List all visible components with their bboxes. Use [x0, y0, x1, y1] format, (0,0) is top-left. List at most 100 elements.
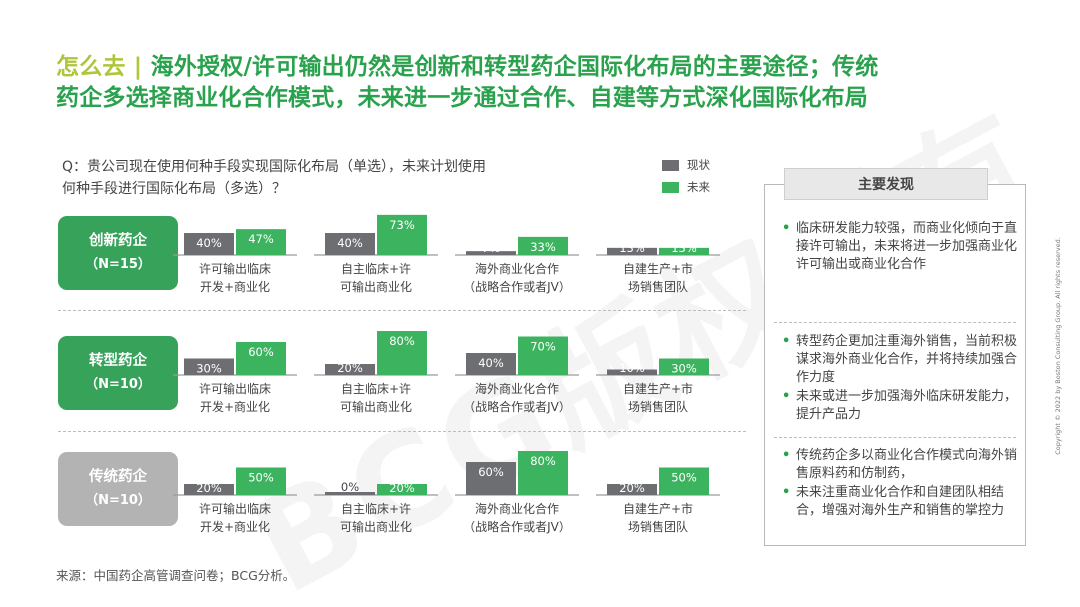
category-label: 自建生产+市场销售团队 [588, 260, 728, 296]
finding-item: •未来注重商业化合作和自建团队相结合，增强对海外生产和销售的掌控力 [782, 485, 1005, 518]
bar-future [377, 484, 427, 495]
category-label: 许可输出临床开发+商业化 [165, 500, 305, 536]
finding-item: •未来或进一步加强海外临床研发能力，提升产品力 [782, 389, 1018, 422]
legend-label-current: 现状 [687, 158, 710, 172]
findings-block-2: •转型药企更加注重海外销售，当前积极谋求海外商业化合作，并将持续加强合作力度 •… [782, 333, 1018, 425]
findings-block-3: •传统药企多以商业化合作模式向海外销售原料药和仿制药， •未来注重商业化合作和自… [782, 447, 1018, 521]
bullet-icon: • [782, 389, 791, 404]
bullet-icon: • [782, 448, 791, 463]
source-note: 来源：中国药企高管调查问卷；BCG分析。 [56, 568, 296, 583]
bar-current [184, 484, 234, 495]
bar-current [184, 358, 234, 375]
bar-current [607, 247, 657, 255]
data-label: 50% [671, 471, 697, 485]
bar-current [466, 353, 516, 375]
data-label: 60% [478, 465, 504, 479]
bar-future [518, 451, 568, 495]
category-label-line2: 场销售团队 [627, 280, 688, 294]
category-label: 自建生产+市场销售团队 [588, 500, 728, 536]
category-label: 海外商业化合作 （战略合作或者JV） [447, 500, 587, 536]
data-label: 80% [389, 334, 415, 348]
panel-1: 30%60%20%80%40%70%10%30% [173, 331, 720, 376]
data-label: 40% [337, 236, 363, 250]
group-name: 转型药企 [89, 353, 147, 369]
bar-future [377, 214, 427, 255]
category-label-line2: 场销售团队 [627, 400, 688, 414]
bar-future [236, 229, 286, 255]
data-label: 13% [671, 241, 697, 255]
title-line1: 海外授权/许可输出仍然是创新和转型药企国际化布局的主要途径；传统 [150, 54, 879, 80]
data-label: 73% [389, 218, 415, 232]
bar-future [659, 247, 709, 255]
bar-chart: 40%47%40%73%7%33%13%13%30%60%20%80%40%70… [173, 214, 720, 496]
category-label-line2: （战略合作或者JV） [463, 400, 571, 414]
category-label: 自主临床+许可输出商业化 [306, 260, 446, 296]
question-line1: Q：贵公司现在使用何种手段实现国际化布局（单选），未来计划使用 [62, 159, 487, 175]
bar-current [325, 364, 375, 375]
data-label: 47% [248, 232, 274, 246]
category-label-line2: 可输出商业化 [339, 520, 412, 534]
finding-item: •传统药企多以商业化合作模式向海外销售原料药和仿制药， [782, 448, 1018, 481]
data-label: 40% [196, 236, 222, 250]
question: Q：贵公司现在使用何种手段实现国际化布局（单选），未来计划使用 何种手段进行国际… [62, 156, 642, 200]
findings-panel [764, 184, 1026, 546]
category-label: 许可输出临床开发+商业化 [165, 260, 305, 296]
page-title: 怎么去 | 海外授权/许可输出仍然是创新和转型药企国际化布局的主要途径；传统 药… [56, 52, 1036, 114]
legend-item-current: 现状 [662, 156, 710, 174]
bar-current [325, 233, 375, 255]
data-label: 10% [619, 361, 645, 375]
category-label-line1: 自主临床+许 [340, 382, 412, 396]
data-label: 13% [619, 241, 645, 255]
category-label-line1: 许可输出临床 [198, 502, 271, 516]
data-label: 50% [248, 471, 274, 485]
bar-current [607, 484, 657, 495]
bar-future [518, 336, 568, 375]
category-label-line2: 开发+商业化 [199, 520, 271, 534]
legend-swatch-future [662, 181, 679, 193]
findings-header: 主要发现 [784, 168, 988, 200]
category-label-line1: 自建生产+市 [622, 262, 694, 276]
data-label: 30% [196, 362, 222, 376]
category-label-line1: 海外商业化合作 [474, 382, 559, 396]
category-label-line1: 海外商业化合作 [474, 502, 559, 516]
category-label-line2: （战略合作或者JV） [463, 280, 571, 294]
bar-current [325, 492, 375, 495]
finding-item: •转型药企更加注重海外销售，当前积极谋求海外商业化合作，并将持续加强合作力度 [782, 334, 1018, 385]
title-line2: 药企多选择商业化合作模式，未来进一步通过合作、自建等方式深化国际化布局 [56, 85, 868, 111]
chart-legend: 现状 未来 [662, 156, 710, 200]
data-label: 20% [337, 361, 363, 375]
group-name: 传统药企 [89, 469, 147, 485]
group-label-traditional: 传统药企 （N=10） [58, 452, 178, 526]
panel-separator [58, 310, 746, 311]
bar-future [377, 331, 427, 375]
category-label-line2: 开发+商业化 [199, 400, 271, 414]
findings-separator [774, 322, 1016, 323]
category-label-line1: 自建生产+市 [622, 382, 694, 396]
data-label: 33% [530, 240, 556, 254]
bar-current [466, 462, 516, 495]
category-label-line2: （战略合作或者JV） [463, 520, 571, 534]
panel-separator [58, 431, 746, 432]
category-label-line2: 开发+商业化 [199, 280, 271, 294]
title-prefix: 怎么去 | [56, 54, 143, 80]
group-label-innovative: 创新药企 （N=15） [58, 216, 178, 290]
findings-separator [774, 437, 1016, 438]
finding-item: •临床研发能力较强，而商业化倾向于直接许可输出，未来将进一步加强商业化许可输出或… [782, 221, 1018, 272]
data-label: 7% [482, 241, 500, 255]
category-label-line1: 许可输出临床 [198, 262, 271, 276]
category-label: 自主临床+许可输出商业化 [306, 500, 446, 536]
group-sample-size: （N=10） [85, 493, 151, 508]
legend-swatch-current [662, 159, 679, 171]
category-label-line1: 自建生产+市 [622, 502, 694, 516]
data-label: 0% [341, 480, 359, 494]
category-label-line1: 海外商业化合作 [474, 262, 559, 276]
legend-label-future: 未来 [687, 180, 710, 194]
category-label: 海外商业化合作 （战略合作或者JV） [447, 380, 587, 416]
findings-block-1: •临床研发能力较强，而商业化倾向于直接许可输出，未来将进一步加强商业化许可输出或… [782, 220, 1018, 275]
legend-item-future: 未来 [662, 178, 710, 196]
category-label-line2: 场销售团队 [627, 520, 688, 534]
category-label-line2: 可输出商业化 [339, 400, 412, 414]
group-name: 创新药企 [89, 233, 147, 249]
question-line2: 何种手段进行国际化布局（多选）？ [62, 181, 286, 197]
data-label: 20% [196, 481, 222, 495]
